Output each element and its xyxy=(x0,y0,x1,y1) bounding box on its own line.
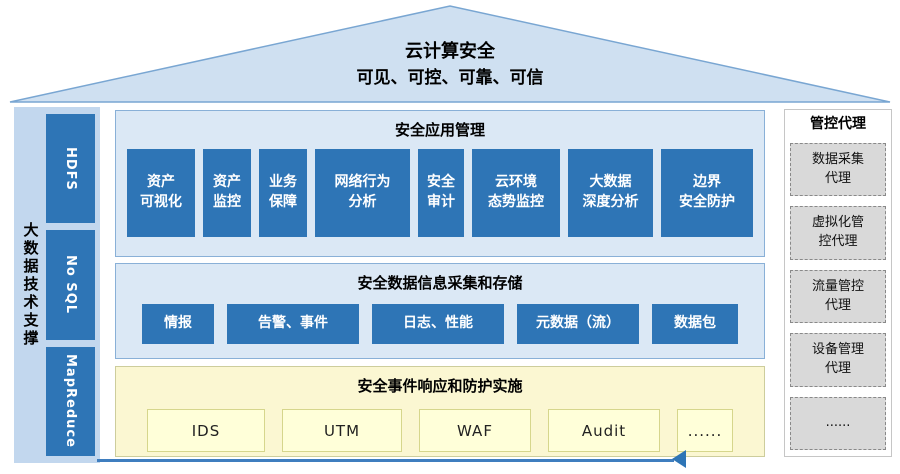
app-box-network-behavior-analysis: 网络行为 分析 xyxy=(315,149,410,237)
app-box-asset-monitoring: 资产 监控 xyxy=(203,149,251,237)
roof-triangle-shape xyxy=(9,5,891,103)
bottom-baseline xyxy=(97,459,674,462)
app-box-security-audit: 安全 审计 xyxy=(418,149,464,237)
app-box-cloud-situation-monitoring: 云环境 态势监控 xyxy=(472,149,560,237)
left-sidebar-boxes: HDFS No SQL MapReduce xyxy=(46,114,95,456)
agent-box-data-collection: 数据采集 代理 xyxy=(790,143,886,197)
app-box-bigdata-deep-analysis: 大数据 深度分析 xyxy=(568,149,653,237)
left-sidebar-label: 大数据技术支撑 xyxy=(21,222,40,348)
right-sidebar-title: 管控代理 xyxy=(810,116,866,132)
left-arrow-icon xyxy=(672,450,686,468)
mapreduce-box: MapReduce xyxy=(46,346,95,456)
section-security-app-management: 安全应用管理 资产 可视化 资产 监控 业务 保障 网络行为 分析 安全 审计 … xyxy=(115,110,765,257)
response-box-audit: Audit xyxy=(548,409,660,452)
section-response-title: 安全事件响应和防护实施 xyxy=(357,377,523,395)
section-incident-response: 安全事件响应和防护实施 IDS UTM WAF Audit ...... xyxy=(115,366,765,457)
hdfs-box: HDFS xyxy=(46,114,95,224)
data-box-packets: 数据包 xyxy=(652,304,738,344)
agent-box-more: ...... xyxy=(790,396,886,451)
data-box-logs-performance: 日志、性能 xyxy=(372,304,504,344)
agent-box-device-management: 设备管理 代理 xyxy=(790,333,886,387)
agent-box-virtualization-control: 虚拟化管 控代理 xyxy=(790,206,886,260)
section-data-title: 安全数据信息采集和存储 xyxy=(357,274,523,292)
response-box-ids: IDS xyxy=(147,409,265,452)
agent-box-traffic-control: 流量管控 代理 xyxy=(790,269,886,324)
response-box-more: ...... xyxy=(677,409,733,452)
data-box-alerts-events: 告警、事件 xyxy=(227,304,359,344)
roof-title: 云计算安全 xyxy=(405,41,495,62)
response-box-waf: WAF xyxy=(419,409,531,452)
section-data-collection-storage: 安全数据信息采集和存储 情报 告警、事件 日志、性能 元数据（流） 数据包 xyxy=(115,263,765,359)
right-sidebar-control-agents: 管控代理 数据采集 代理 虚拟化管 控代理 流量管控 代理 设备管理 代理 ..… xyxy=(784,109,892,457)
roof-subtitle: 可见、可控、可靠、可信 xyxy=(356,68,544,88)
roof-triangle xyxy=(9,5,891,103)
data-box-metadata-flow: 元数据（流） xyxy=(517,304,639,344)
left-sidebar-bigdata-support: 大数据技术支撑 HDFS No SQL MapReduce xyxy=(14,107,100,463)
app-box-asset-visualization: 资产 可视化 xyxy=(127,149,195,237)
section-response-box-row: IDS UTM WAF Audit ...... xyxy=(116,409,764,452)
section-data-box-row: 情报 告警、事件 日志、性能 元数据（流） 数据包 xyxy=(116,304,764,344)
nosql-box: No SQL xyxy=(46,230,95,340)
app-box-business-assurance: 业务 保障 xyxy=(259,149,307,237)
section-app-box-row: 资产 可视化 资产 监控 业务 保障 网络行为 分析 安全 审计 云环境 态势监… xyxy=(116,149,764,237)
roof: 云计算安全 可见、可控、可靠、可信 xyxy=(0,38,900,91)
data-box-intelligence: 情报 xyxy=(142,304,214,344)
response-box-utm: UTM xyxy=(282,409,402,452)
app-box-border-security-protection: 边界 安全防护 xyxy=(661,149,753,237)
section-app-title: 安全应用管理 xyxy=(394,121,485,139)
